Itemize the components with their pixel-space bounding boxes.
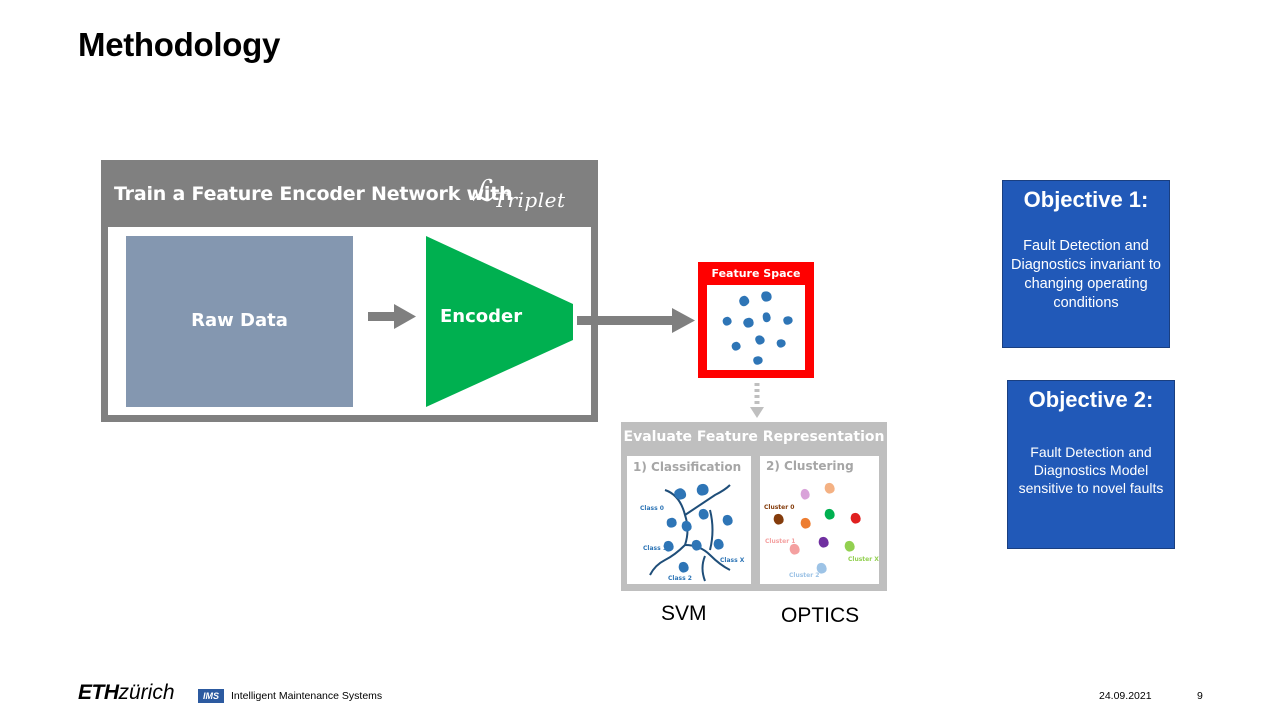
clustering-label: 2) Clustering: [766, 459, 854, 473]
slide-date: 24.09.2021: [1099, 690, 1152, 702]
blob: [722, 316, 732, 326]
feature-space-title: Feature Space: [711, 267, 801, 280]
arrow-feature-to-evaluate: [750, 383, 764, 418]
class-label-x: Class X: [720, 557, 745, 564]
cluster-label-2: Cluster 2: [789, 572, 819, 579]
optics-label: OPTICS: [781, 604, 860, 627]
blob: [731, 341, 741, 351]
class-label-2: Class 2: [668, 575, 692, 582]
train-box-title: Train a Feature Encoder Network with: [114, 183, 513, 205]
objective-1-title: Objective 1:: [1023, 187, 1149, 212]
blob: [755, 335, 765, 345]
blob: [753, 356, 763, 365]
encoder-shape: [426, 236, 573, 407]
logo-zurich: zürich: [118, 681, 175, 704]
triplet-loss-formula: ℒTriplet: [472, 174, 566, 212]
svm-label: SVM: [661, 602, 707, 625]
decision-boundaries: [649, 484, 731, 582]
eth-zurich-logo: ETHzürich: [78, 681, 175, 705]
classification-label: 1) Classification: [633, 460, 742, 474]
page-number: 9: [1197, 690, 1203, 702]
classification-blobs: [663, 483, 733, 573]
cluster-label-1: Cluster 1: [765, 538, 795, 545]
raw-data-block: [126, 236, 353, 407]
objective-1-text: Fault Detection and Diagnostics invarian…: [1011, 238, 1161, 311]
loss-symbol: ℒ: [472, 174, 494, 209]
blob: [739, 295, 750, 307]
slide-title: Methodology: [78, 26, 280, 63]
group-name: Intelligent Maintenance Systems: [231, 690, 383, 702]
ims-logo: IMS: [198, 689, 224, 703]
objective-2-text: Fault Detection and Diagnostics Model se…: [1018, 444, 1164, 496]
objective-2-box: Objective 2: Fault Detection and Diagnos…: [1007, 380, 1175, 549]
cluster-blobs: [773, 482, 861, 574]
feature-space-plot: [707, 285, 805, 370]
blob: [783, 316, 793, 325]
blob: [743, 317, 754, 328]
cluster-label-x: Cluster X: [848, 556, 879, 563]
raw-data-label: Raw Data: [191, 310, 288, 331]
cluster-label-0: Cluster 0: [764, 504, 794, 511]
class-label-1: Class 1: [643, 545, 667, 552]
blob: [761, 291, 772, 302]
blob: [762, 312, 771, 323]
objective-1-box: Objective 1: Fault Detection and Diagnos…: [1002, 180, 1170, 348]
objective-2-title: Objective 2:: [1028, 387, 1154, 412]
arrow-encoder-to-feature-space: [577, 308, 695, 333]
loss-subscript: Triplet: [493, 188, 566, 212]
arrow-raw-to-encoder: [368, 304, 416, 329]
logo-eth: ETH: [78, 681, 119, 704]
blob: [776, 339, 786, 348]
evaluate-box-title: Evaluate Feature Representation: [623, 429, 885, 445]
class-label-0: Class 0: [640, 505, 664, 512]
encoder-label: Encoder: [440, 306, 523, 327]
